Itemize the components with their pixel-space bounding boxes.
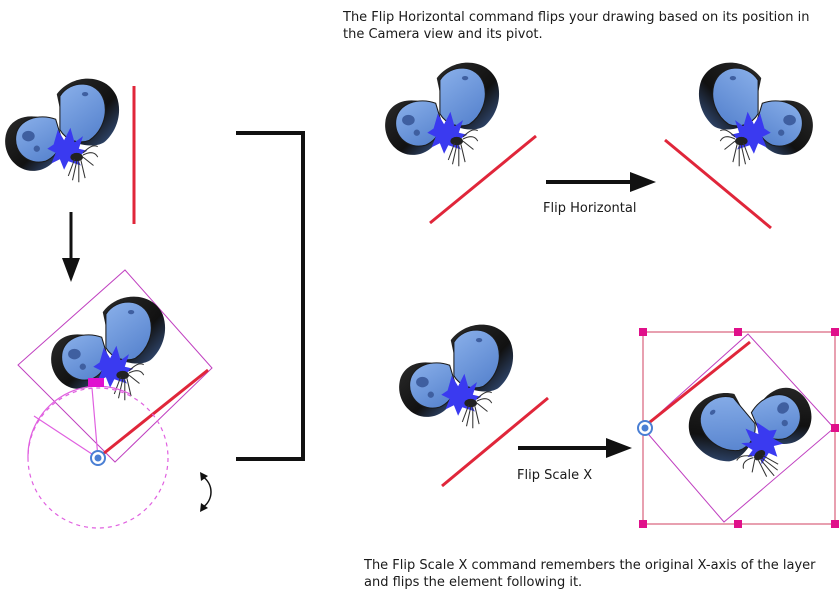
butterfly-before-flip-scale-x [398,324,514,429]
rotation-radius-line [91,387,99,459]
rotated-axis-line [97,368,209,460]
pivot-icon [637,420,653,436]
rotation-selection-box [17,269,213,463]
diagonal-axis-line [441,396,549,488]
flip-horizontal-label: Flip Horizontal [543,201,637,216]
diagonal-axis-line [664,138,772,230]
bracket [236,131,305,461]
butterfly-after-flip-horizontal [698,62,814,167]
rotation-arc [27,385,131,459]
butterfly-before-flip-horizontal [384,62,500,167]
butterfly-rotated-illustration [50,296,166,401]
butterfly-original-illustration [4,78,120,183]
flipped-selection-box [642,333,835,523]
rotation-handle [88,378,104,387]
right-arrow-icon [546,172,656,192]
flip-scale-x-label: Flip Scale X [517,468,593,483]
down-arrow-icon [62,212,80,282]
flip-horizontal-caption: The Flip Horizontal command flips your d… [343,10,810,42]
flip-scale-x-caption: The Flip Scale X command remembers the o… [364,558,816,590]
pivot-icon [90,450,106,466]
rotation-radius-line [33,415,99,459]
butterfly-after-flip-scale-x [676,348,832,503]
diagonal-axis-line [429,134,537,225]
right-arrow-icon [518,438,632,458]
rotate-cursor-icon [201,475,212,509]
diagonal-axis-line [644,340,751,428]
